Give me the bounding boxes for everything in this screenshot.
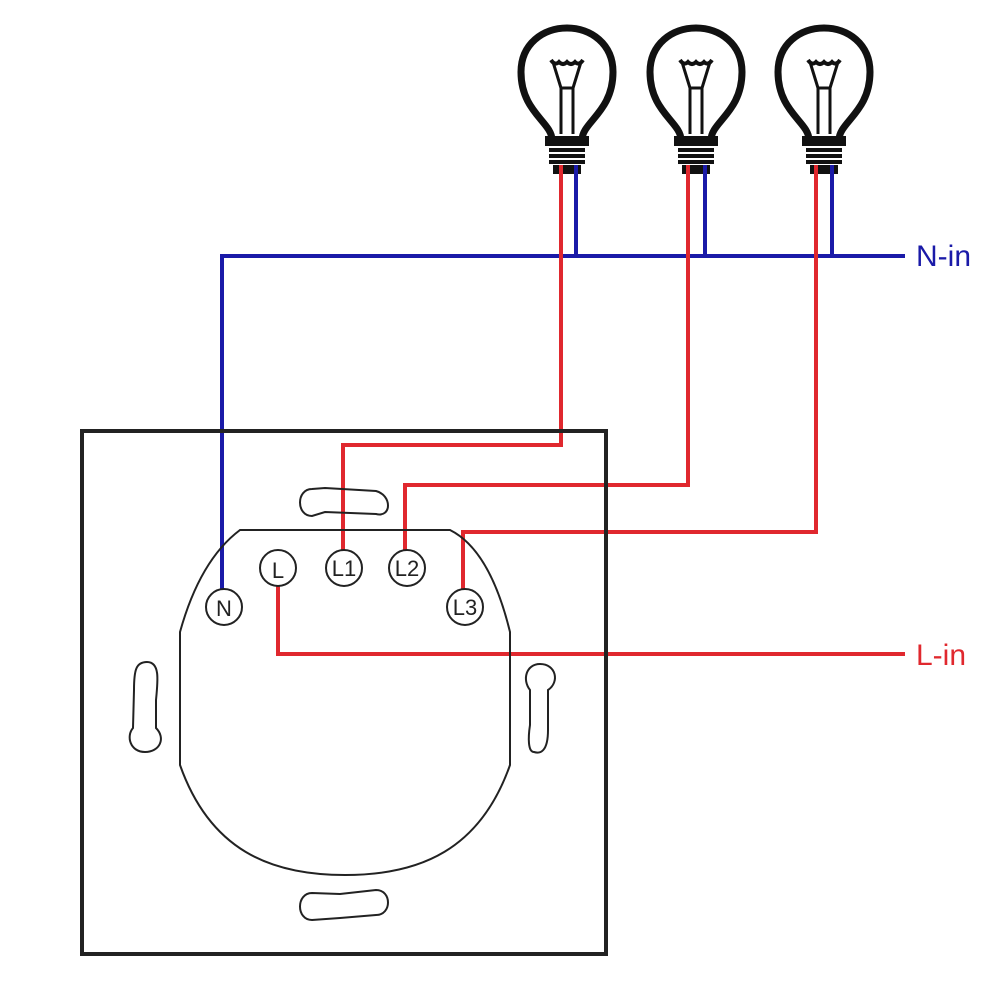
terminal-l2-label: L2 (395, 556, 419, 581)
l1-wire (341, 165, 563, 552)
live-in-label: L-in (916, 639, 966, 672)
terminal-l: L (259, 549, 297, 587)
terminal-l2: L2 (388, 549, 426, 587)
terminal-l-label: L (272, 558, 284, 583)
mounting-slot-left (128, 660, 162, 754)
switch-module-body (179, 529, 511, 877)
terminal-n-label: N (216, 596, 232, 621)
switch-plate (80, 429, 608, 956)
l3-wire (461, 165, 818, 592)
neutral-bus-wire (220, 254, 905, 590)
bulb-2-icon (650, 28, 742, 174)
l2-wire (403, 165, 690, 552)
terminal-n: N (205, 588, 243, 626)
bulb-1-icon (521, 28, 613, 174)
terminal-l1-label: L1 (332, 556, 356, 581)
neutral-in-label: N-in (916, 240, 971, 273)
live-in-wire (276, 585, 905, 656)
mounting-slot-right (524, 662, 556, 754)
mounting-slot-bottom (299, 888, 389, 922)
terminal-l3-label: L3 (453, 595, 477, 620)
bulb-3-icon (778, 28, 870, 174)
terminal-l3: L3 (446, 588, 484, 626)
terminal-l1: L1 (325, 549, 363, 587)
mounting-slot-top (299, 486, 389, 518)
